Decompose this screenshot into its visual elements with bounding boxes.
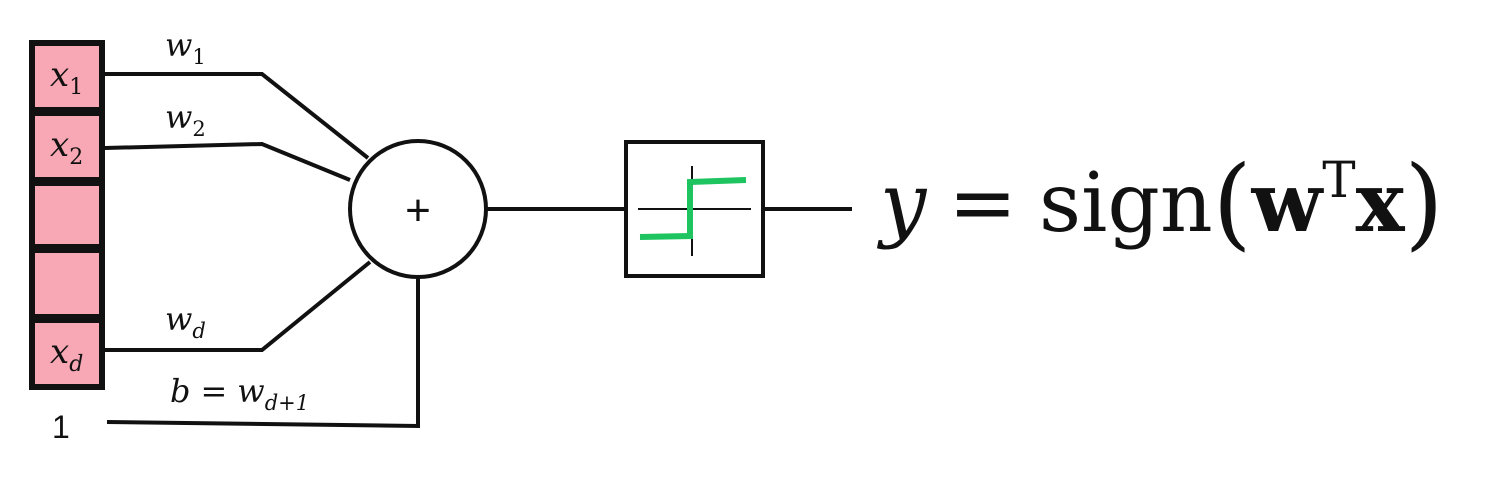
connections [104, 72, 852, 429]
weight-label-w2: w2 [165, 98, 206, 141]
sum-node: + [348, 139, 488, 279]
input-cell-empty [29, 180, 105, 250]
input-vector [29, 40, 105, 390]
input-label-xd: xd [50, 332, 83, 377]
output-open-paren: ( [1213, 144, 1252, 261]
sum-node-circle [348, 139, 488, 279]
output-close-paren: ) [1405, 144, 1444, 261]
output-w: w [1251, 155, 1325, 251]
edge-bias [106, 278, 420, 429]
edge-xd [105, 260, 372, 352]
bias-input-label: 1 [52, 409, 70, 445]
step-curve [639, 177, 747, 240]
output-equals: = [948, 156, 1017, 251]
output-y: y [876, 156, 928, 251]
input-cell-empty [29, 247, 105, 320]
weight-label-wd: wd [165, 300, 206, 343]
output-func: sign [1039, 156, 1213, 251]
edge-x1 [105, 72, 370, 160]
output-x: x [1356, 155, 1406, 251]
plus-icon: + [405, 186, 431, 235]
bias-weight-label: b=wd+1 [170, 372, 309, 415]
output-formula: y=sign(wTx) [876, 144, 1444, 261]
activation-box [624, 140, 765, 278]
edge-x2 [104, 141, 351, 182]
step-function-icon [638, 166, 751, 256]
input-label-x2: x2 [50, 125, 83, 170]
input-cell-xd [29, 317, 105, 390]
weight-label-w1: w1 [165, 26, 206, 69]
input-label-x1: x1 [50, 55, 83, 100]
output-sup: T [1322, 151, 1355, 209]
